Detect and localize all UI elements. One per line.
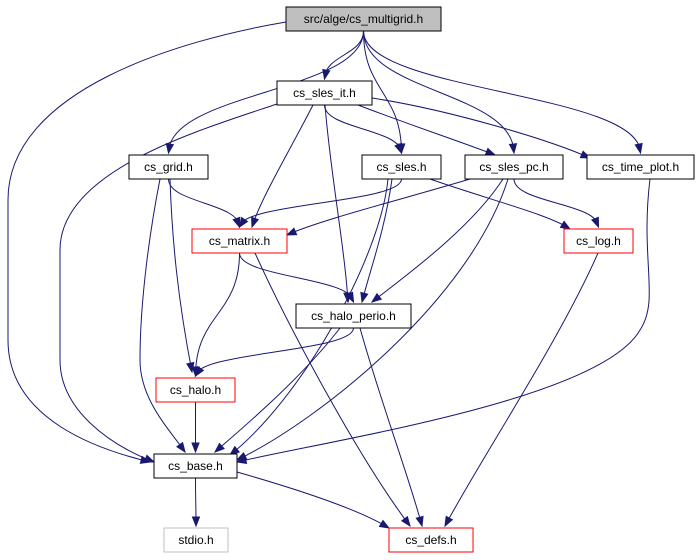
edge-time_plot-to-base [236,178,651,463]
arrowhead-grid-to-matrix [232,216,241,229]
arrowhead-halo_perio-to-halo [194,365,205,378]
node-box [285,6,442,32]
arrowhead-matrix-to-defs [400,515,411,528]
arrowhead-halo_perio-to-defs [415,515,424,528]
arrowhead-time_plot-to-base [235,455,248,464]
arrowhead-sles_it-to-matrix [251,216,260,229]
edge-sles_it-to-matrix [251,104,314,228]
arrowhead-matrix-to-halo_perio [345,291,355,304]
edge-sles_it-to-sles [324,104,402,154]
node-label: cs_sles_pc.h [479,160,548,174]
node-sles-it[interactable]: cs_sles_it.h [276,80,373,106]
edge-multigrid-to-sles_it [324,30,364,80]
node-label: cs_time_plot.h [602,160,679,174]
edge-multigrid-to-grid [168,30,364,154]
node-sles-pc[interactable]: cs_sles_pc.h [464,154,564,180]
arrowhead-sles_it-to-sles_pc [484,147,497,156]
edge-halo_perio-to-defs [359,327,423,527]
node-multigrid[interactable]: src/alge/cs_multigrid.h [285,6,442,32]
node-label: cs_matrix.h [209,234,270,248]
node-label: stdio.h [178,533,213,547]
node-box [563,228,634,254]
node-box [128,154,209,180]
node-sles[interactable]: cs_sles.h [361,154,442,180]
edge-multigrid-to-sles_pc [363,30,515,154]
node-box [153,453,238,479]
arrowhead-grid-to-base [176,441,186,454]
node-log[interactable]: cs_log.h [563,228,634,254]
edge-halo_perio-to-halo [195,327,354,377]
edge-sles_pc-to-base [236,178,509,461]
edge-multigrid-to-base [7,21,287,463]
arrowhead-base-to-defs [378,519,391,529]
edge-matrix-to-halo_perio [239,252,354,303]
arrowhead-log-to-defs [444,515,454,528]
edge-grid-to-halo [169,178,193,373]
node-time-plot[interactable]: cs_time_plot.h [586,154,695,180]
edge-sles_pc-to-matrix [286,178,471,236]
arrowhead-base-to-stdio [191,516,201,528]
node-label: cs_grid.h [144,160,193,174]
arrowhead-sles_pc-to-log [590,216,600,229]
arrowhead-multigrid-to-grid [165,142,175,155]
node-box [276,80,373,106]
edge-grid-to-base [139,178,186,453]
edge-sles-to-halo_perio [361,178,393,303]
arrowhead-sles_pc-to-matrix [285,227,298,236]
arrowhead-multigrid-to-sles_pc [508,143,518,155]
arrowhead-sles_pc-to-halo_perio [370,292,383,303]
edge-matrix-to-halo [195,252,240,377]
edge-sles-to-log [429,178,571,230]
node-label: cs_base.h [168,459,223,473]
edges-layer [7,21,651,529]
edge-halo_perio-to-base [214,327,341,453]
edge-sles_it-to-halo_perio [324,104,349,303]
node-box [586,154,695,180]
edge-log-to-defs [444,252,599,527]
edge-sles_pc-to-halo_perio [371,178,504,303]
node-matrix[interactable]: cs_matrix.h [191,228,288,254]
arrowhead-multigrid-to-time_plot [634,142,643,155]
node-box [295,303,412,329]
edge-sles_it-to-base [59,102,281,463]
node-label: cs_log.h [576,234,621,248]
edge-grid-to-matrix [168,178,240,228]
node-label: cs_halo.h [170,383,221,397]
node-stdio: stdio.h [163,527,229,553]
node-defs[interactable]: cs_defs.h [388,527,474,553]
node-halo-perio[interactable]: cs_halo_perio.h [295,303,412,329]
node-box [191,228,288,254]
edge-sles_pc-to-log [513,178,599,228]
node-label: cs_defs.h [405,533,456,547]
arrowhead-halo-to-base [191,442,200,454]
arrowhead-sles-to-matrix [238,216,249,229]
arrowhead-sles-to-halo_perio [360,291,369,304]
node-box [464,154,564,180]
node-label: cs_sles_it.h [293,86,356,100]
node-label: cs_sles.h [376,160,426,174]
node-base[interactable]: cs_base.h [153,453,238,479]
edge-sles-to-matrix [239,178,402,228]
node-box [155,377,236,403]
edge-multigrid-to-sles [363,30,402,154]
edge-matrix-to-defs [254,252,411,527]
edge-base-to-defs [236,471,390,529]
arrowhead-halo_perio-to-base [213,442,225,453]
node-box [163,527,229,553]
node-label: src/alge/cs_multigrid.h [304,12,423,26]
node-label: cs_halo_perio.h [311,309,396,323]
arrowhead-sles_it-to-base [143,454,156,463]
arrowhead-sles-to-log [559,220,572,230]
node-halo[interactable]: cs_halo.h [155,377,236,403]
edge-sles_it-to-time_plot [371,97,591,159]
node-grid[interactable]: cs_grid.h [128,154,209,180]
edge-multigrid-to-time_plot [363,30,641,154]
edge-sles_it-to-sles_pc [357,104,496,156]
node-box [361,154,442,180]
arrowhead-sles_it-to-sles [394,142,403,155]
nodes-layer: src/alge/cs_multigrid.h cs_sles_it.h cs_gr… [128,6,695,553]
node-box [388,527,474,553]
